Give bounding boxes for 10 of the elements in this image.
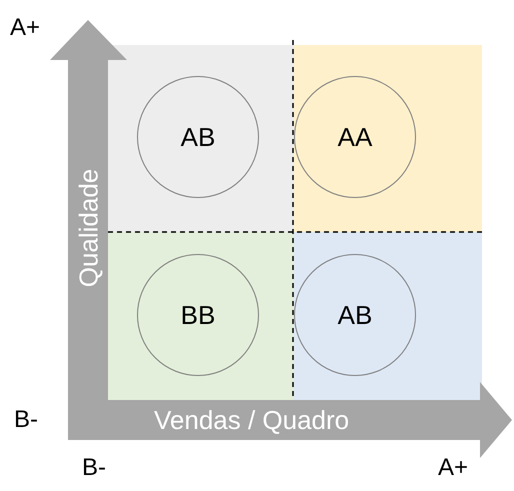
scale-label: B- [82,456,106,480]
scale-label: B- [14,408,38,432]
scale-label: A+ [10,16,40,40]
quadrant-circle: AB [294,254,416,376]
quadrant-circle: AB [137,76,259,198]
quadrant-circle: BB [137,254,259,376]
quadrant-circle: AA [294,76,416,198]
axis-title: Vendas / Quadro [154,407,350,433]
scale-label: A+ [438,456,468,480]
axis-title: Qualidade [74,168,101,288]
